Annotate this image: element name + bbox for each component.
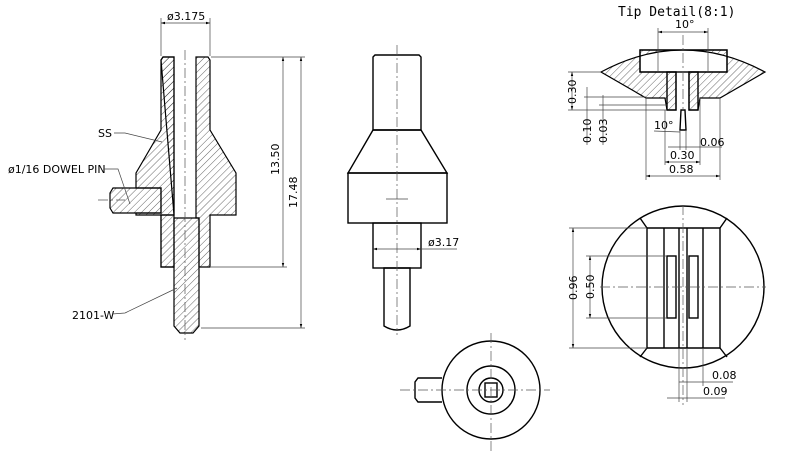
- dim-030-vertical: 0.30: [566, 80, 579, 105]
- body-left-wall: [135, 56, 175, 268]
- detail-title: Tip Detail(8:1): [618, 5, 735, 20]
- dim-058: 0.58: [669, 163, 694, 176]
- dim-030-horizontal: 0.30: [670, 149, 695, 162]
- dim-008: 0.08: [712, 369, 737, 382]
- dim-overall-length: 17.48: [287, 177, 300, 209]
- dim-010: 0.10: [581, 119, 594, 144]
- dim-top-diameter: ø3.175: [167, 10, 205, 23]
- dim-body-length: 13.50: [269, 144, 282, 176]
- angle-tip: 10°: [654, 119, 674, 132]
- side-view: ø3.17: [346, 45, 459, 335]
- dim-009: 0.09: [703, 385, 728, 398]
- label-body-material: SS: [98, 127, 112, 140]
- dim-step-diameter: ø3.17: [428, 236, 459, 249]
- angle-top: 10°: [675, 18, 695, 31]
- dim-003: 0.03: [597, 119, 610, 144]
- dim-050: 0.50: [584, 275, 597, 300]
- section-view: ø3.175 13.50 17.48 SS ø1/16 DOWEL PIN 21…: [8, 10, 305, 340]
- end-detail: 0.96 0.50 0.08 0.09: [567, 205, 766, 405]
- dim-006: 0.06: [700, 136, 725, 149]
- dim-096: 0.96: [567, 276, 580, 301]
- label-dowel-pin: ø1/16 DOWEL PIN: [8, 163, 106, 176]
- tip-detail: Tip Detail(8:1) 10° 10° 0.30 0.10 0.03 0…: [566, 5, 767, 180]
- label-insert: 2101-W: [72, 309, 115, 322]
- dowel-pin: [109, 187, 162, 214]
- tungsten-insert: [173, 217, 200, 334]
- end-view: [400, 333, 550, 452]
- body-right-wall: [195, 56, 237, 268]
